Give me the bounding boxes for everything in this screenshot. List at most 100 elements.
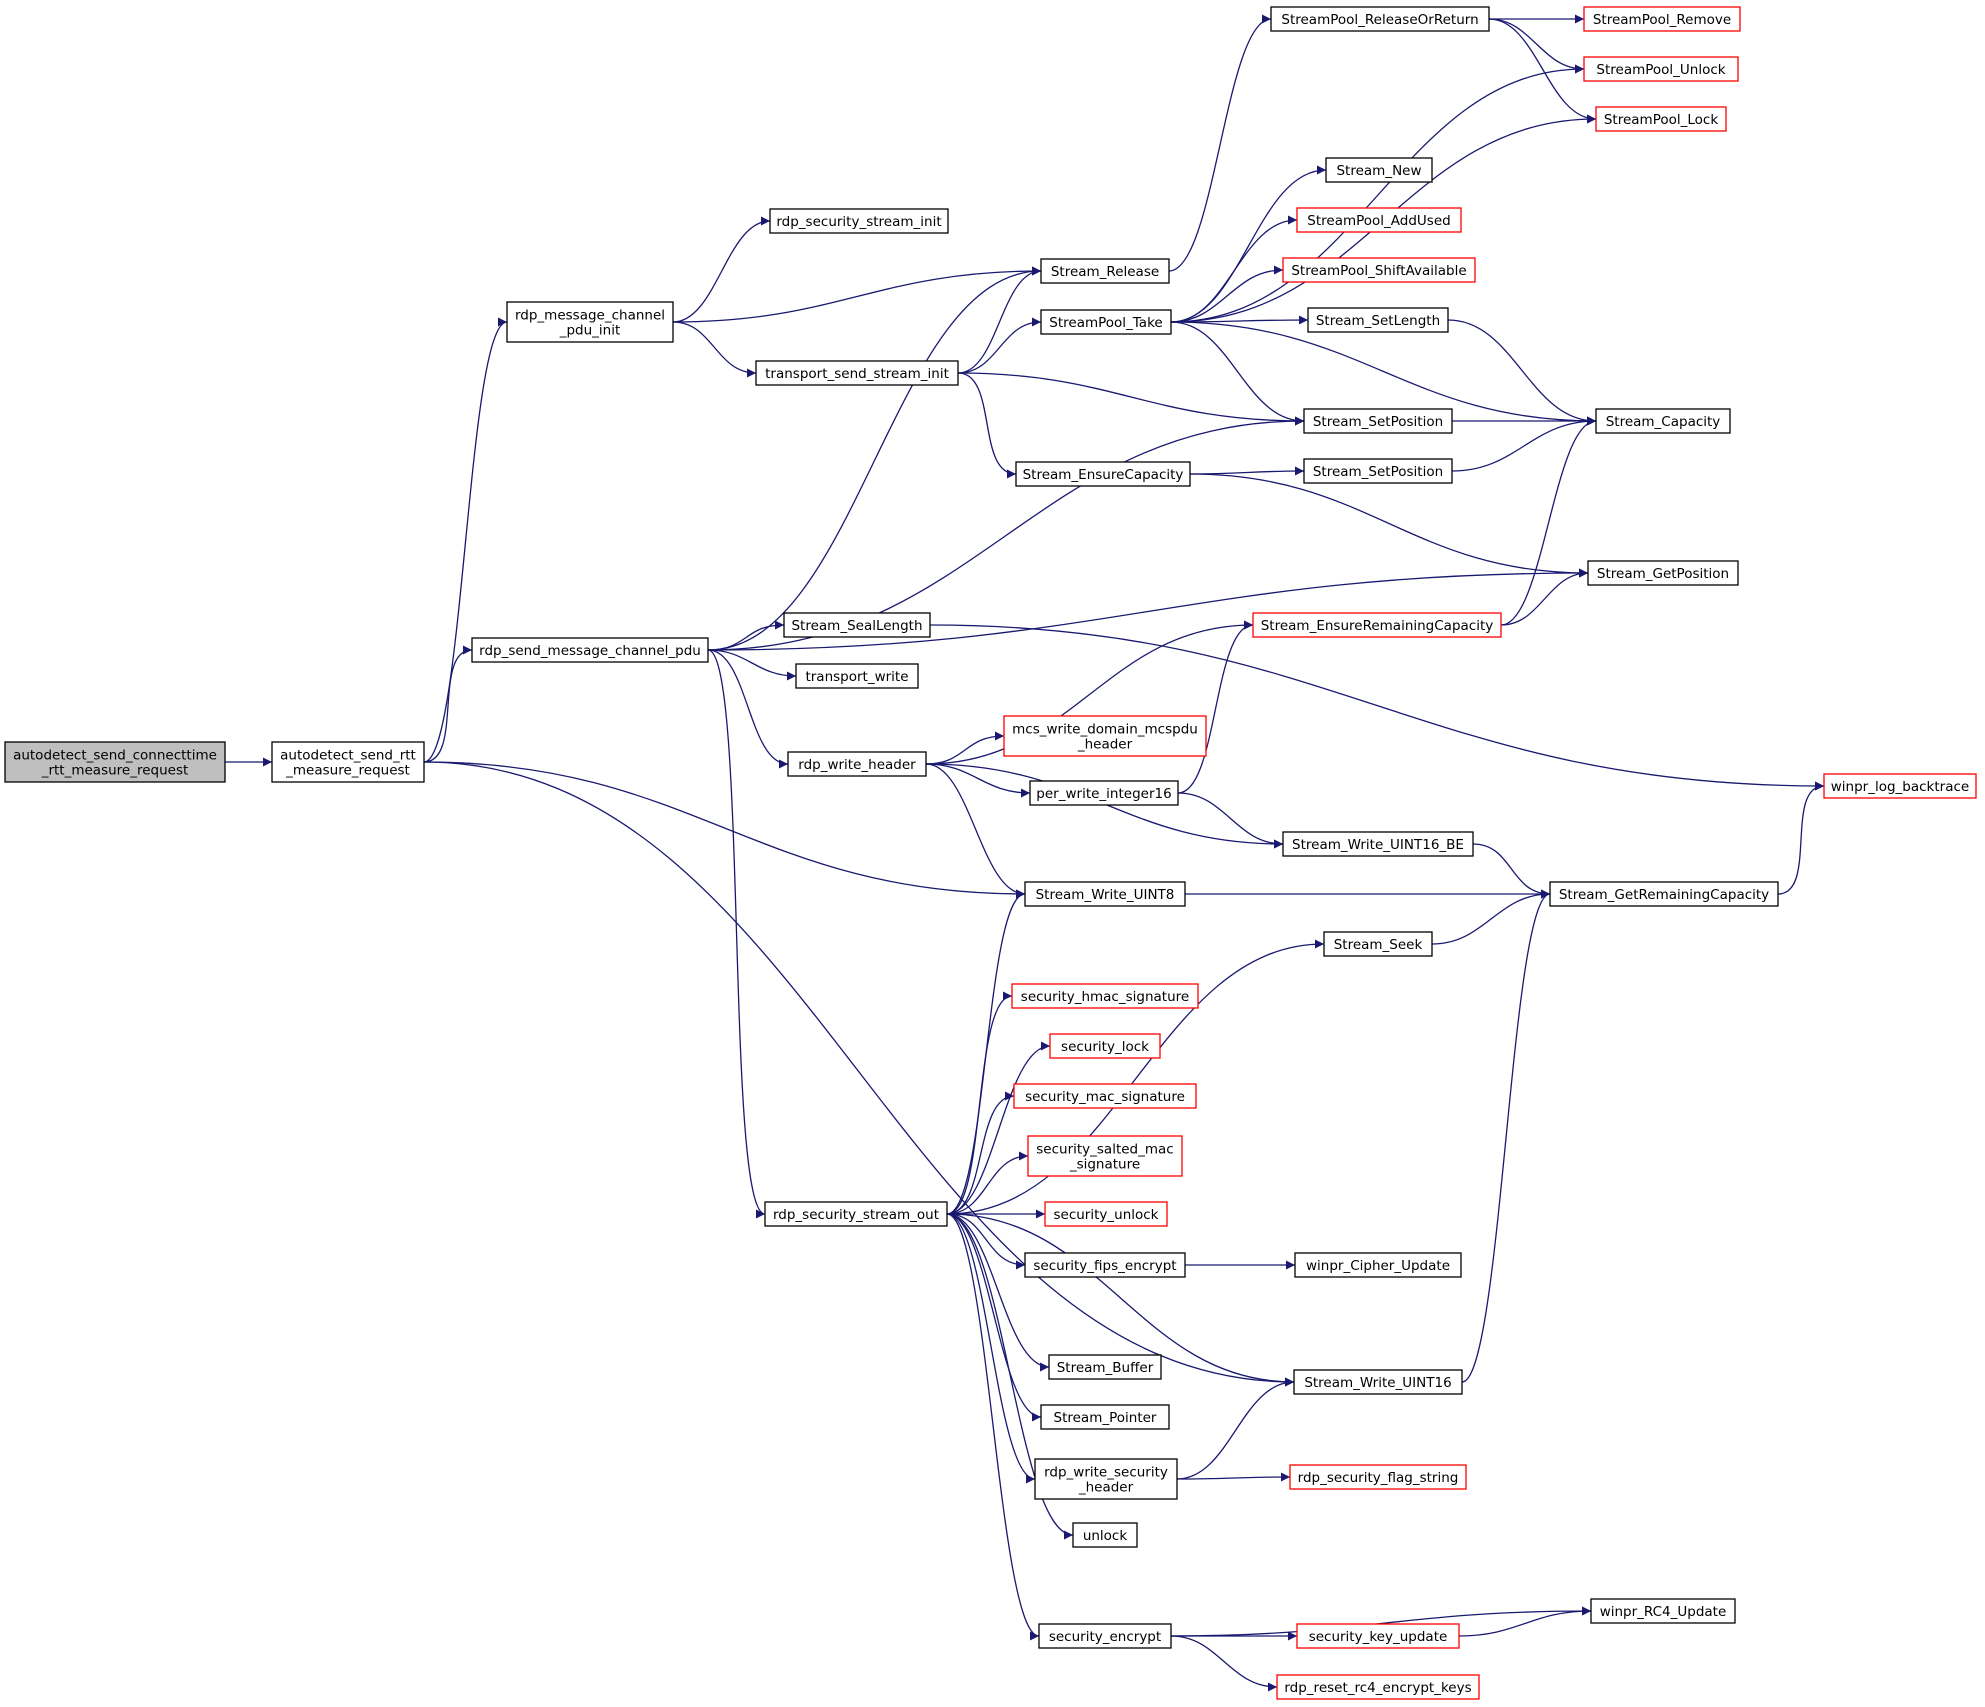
node-ssms[interactable]: security_salted_mac_signature [1027,1135,1183,1177]
node-box[interactable] [1049,1033,1161,1059]
node-box[interactable] [1040,1404,1170,1430]
node-box[interactable] [1013,1083,1197,1109]
node-box[interactable] [1303,458,1453,484]
node-sptr[interactable]: Stream_Pointer [1040,1404,1170,1430]
node-swu8[interactable]: Stream_Write_UINT8 [1024,881,1186,907]
node-rsso[interactable]: rdp_security_stream_out [764,1201,948,1227]
node-box[interactable] [1289,1464,1467,1490]
node-ssp1[interactable]: Stream_SetPosition [1303,408,1453,434]
node-box[interactable] [1296,207,1462,233]
node-sku[interactable]: security_key_update [1296,1623,1460,1649]
node-spau[interactable]: StreamPool_AddUsed [1296,207,1462,233]
node-box[interactable] [1595,106,1727,132]
node-box[interactable] [1587,560,1739,586]
node-box[interactable] [271,741,425,783]
node-scap[interactable]: Stream_Capacity [1595,408,1731,434]
node-box[interactable] [1276,1674,1480,1700]
node-rrrek[interactable]: rdp_reset_rc4_encrypt_keys [1276,1674,1480,1700]
node-sgp[interactable]: Stream_GetPosition [1587,560,1739,586]
node-wrc4[interactable]: winpr_RC4_Update [1590,1598,1736,1624]
node-box[interactable] [1048,1354,1162,1380]
node-box[interactable] [1823,773,1977,799]
node-box[interactable] [1034,1458,1178,1500]
node-box[interactable] [755,360,959,386]
node-rwsh[interactable]: rdp_write_security_header [1034,1458,1178,1500]
node-box[interactable] [1323,931,1433,957]
node-senc[interactable]: security_encrypt [1038,1623,1172,1649]
node-swu16be[interactable]: Stream_Write_UINT16_BE [1282,831,1474,857]
node-box[interactable] [1003,715,1207,757]
node-box[interactable] [1015,461,1191,487]
node-box[interactable] [1024,881,1186,907]
node-splk[interactable]: StreamPool_Lock [1595,106,1727,132]
node-box[interactable] [769,208,949,234]
node-box[interactable] [1549,881,1779,907]
node-box[interactable] [1024,1252,1186,1278]
node-rsmcp[interactable]: rdp_send_message_channel_pdu [471,637,709,663]
node-rssi[interactable]: rdp_security_stream_init [769,208,949,234]
node-box[interactable] [1282,257,1476,283]
node-spun[interactable]: StreamPool_Unlock [1583,56,1739,82]
node-root[interactable]: autodetect_send_connecttime_rtt_measure_… [4,741,226,783]
node-ssp2[interactable]: Stream_SetPosition [1303,458,1453,484]
node-box[interactable] [1293,1369,1463,1395]
node-unlock[interactable]: unlock [1072,1522,1138,1548]
node-box[interactable] [1303,408,1453,434]
node-box[interactable] [1040,309,1172,335]
node-ssl[interactable]: Stream_SetLength [1307,307,1449,333]
node-box[interactable] [1282,831,1474,857]
node-box[interactable] [1040,258,1170,284]
node-box[interactable] [1270,6,1490,32]
node-box[interactable] [1325,157,1433,183]
node-box[interactable] [783,612,931,638]
node-box[interactable] [1583,56,1739,82]
node-srel[interactable]: Stream_Release [1040,258,1170,284]
node-box[interactable] [1072,1522,1138,1548]
node-shs[interactable]: security_hmac_signature [1011,983,1199,1009]
node-box[interactable] [471,637,709,663]
node-asrtt[interactable]: autodetect_send_rtt_measure_request [271,741,425,783]
node-box[interactable] [1044,1201,1168,1227]
node-pwi16[interactable]: per_write_integer16 [1029,780,1179,806]
node-box[interactable] [1590,1598,1736,1624]
node-box[interactable] [4,741,226,783]
node-sbuf[interactable]: Stream_Buffer [1048,1354,1162,1380]
node-sunl[interactable]: security_unlock [1044,1201,1168,1227]
node-sprm[interactable]: StreamPool_Remove [1583,6,1741,32]
node-box[interactable] [1011,983,1199,1009]
node-spsa[interactable]: StreamPool_ShiftAvailable [1282,257,1476,283]
node-box[interactable] [1038,1623,1172,1649]
node-box[interactable] [787,751,927,777]
node-sfe[interactable]: security_fips_encrypt [1024,1252,1186,1278]
node-box[interactable] [1296,1623,1460,1649]
node-box[interactable] [1595,408,1731,434]
node-sms[interactable]: security_mac_signature [1013,1083,1197,1109]
node-sprr[interactable]: StreamPool_ReleaseOrReturn [1270,6,1490,32]
node-box[interactable] [506,301,674,343]
node-box[interactable] [764,1201,948,1227]
node-serc[interactable]: Stream_EnsureRemainingCapacity [1252,612,1502,638]
node-box[interactable] [1294,1252,1462,1278]
node-rsfs[interactable]: rdp_security_flag_string [1289,1464,1467,1490]
node-spt[interactable]: StreamPool_Take [1040,309,1172,335]
node-swu16[interactable]: Stream_Write_UINT16 [1293,1369,1463,1395]
node-ssealen[interactable]: Stream_SealLength [783,612,931,638]
node-rmcpi[interactable]: rdp_message_channel_pdu_init [506,301,674,343]
node-mcsw[interactable]: mcs_write_domain_mcspdu_header [1003,715,1207,757]
node-box[interactable] [1029,780,1179,806]
node-wlb[interactable]: winpr_log_backtrace [1823,773,1977,799]
node-tssi[interactable]: transport_send_stream_init [755,360,959,386]
node-twrite[interactable]: transport_write [795,663,919,689]
node-sgrc[interactable]: Stream_GetRemainingCapacity [1549,881,1779,907]
node-slock[interactable]: security_lock [1049,1033,1161,1059]
node-box[interactable] [1583,6,1741,32]
node-box[interactable] [1252,612,1502,638]
node-rwh[interactable]: rdp_write_header [787,751,927,777]
node-sseek[interactable]: Stream_Seek [1323,931,1433,957]
node-sec[interactable]: Stream_EnsureCapacity [1015,461,1191,487]
node-box[interactable] [1027,1135,1183,1177]
node-box[interactable] [1307,307,1449,333]
node-wcu[interactable]: winpr_Cipher_Update [1294,1252,1462,1278]
node-box[interactable] [795,663,919,689]
node-snew[interactable]: Stream_New [1325,157,1433,183]
